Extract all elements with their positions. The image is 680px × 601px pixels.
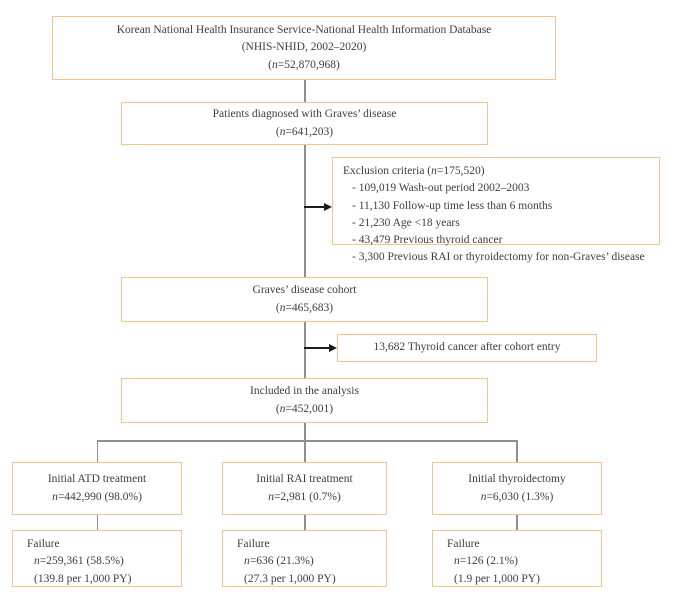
- box-diagnosed-n-line: (n=641,203): [122, 124, 487, 141]
- connector-split-atd: [96, 440, 98, 462]
- box-thyroidectomy-failure: Failure n=126 (2.1%) (1.9 per 1,000 PY): [432, 530, 602, 587]
- exclusion-item: - 3,300 Previous RAI or thyroidectomy fo…: [352, 251, 645, 264]
- arrow-line-thyroid-cancer: [304, 347, 330, 349]
- box-included-line1: Included in the analysis: [250, 385, 359, 398]
- connector-thyroidectomy-failure: [516, 515, 518, 530]
- failure-n-line: n=259,361 (58.5%): [27, 553, 177, 570]
- n-italic: n: [480, 490, 487, 503]
- n-italic: n: [34, 555, 40, 568]
- connector-atd-failure: [96, 515, 98, 530]
- box-exclusion-title: Exclusion criteria (n=175,520): [343, 163, 653, 180]
- exclusion-items: - 109,019 Wash-out period 2002–2003 - 11…: [343, 180, 653, 266]
- box-atd-n-line: n=442,990 (98.0%): [13, 489, 181, 506]
- box-thyroid-cancer-after-entry: 13,682 Thyroid cancer after cohort entry: [337, 334, 597, 362]
- box-database-n-line: (n=52,870,968): [53, 57, 555, 74]
- failure-n-line: n=636 (21.3%): [237, 553, 382, 570]
- failure-rate: (139.8 per 1,000 PY): [34, 572, 132, 585]
- n-italic: n: [272, 58, 278, 71]
- n-rest: =641,203): [285, 125, 334, 138]
- n-open: (: [275, 301, 280, 314]
- box-database-line2: (NHIS-NHID, 2002–2020): [241, 41, 367, 54]
- n-italic: n: [279, 301, 286, 314]
- exclusion-item: - 21,230 Age <18 years: [352, 216, 460, 229]
- connector-rai-failure: [304, 515, 306, 530]
- box-cohort-n-line: (n=465,683): [122, 300, 487, 317]
- n-open: (: [275, 125, 280, 138]
- failure-rate: (27.3 per 1,000 PY): [244, 572, 336, 585]
- box-included: Included in the analysis (n=452,001): [121, 378, 488, 423]
- n-rest: =126 (2.1%): [459, 555, 518, 568]
- n-italic: n: [279, 125, 286, 138]
- connector-included-split: [304, 423, 306, 441]
- exclusion-title-pre: Exclusion criteria (: [343, 165, 432, 177]
- n-rest: =442,990 (98.0%): [57, 490, 142, 503]
- arrowhead-exclusion: [324, 203, 332, 211]
- connector-database-diagnosed: [304, 80, 306, 102]
- connector-diagnosed-cohort: [304, 145, 306, 277]
- box-exclusion-criteria: Exclusion criteria (n=175,520) - 109,019…: [332, 157, 660, 263]
- exclusion-item: - 11,130 Follow-up time less than 6 mont…: [352, 199, 553, 212]
- box-rai-line1: Initial RAI treatment: [256, 473, 353, 486]
- box-included-n-line: (n=452,001): [122, 401, 487, 418]
- arrow-line-exclusion: [304, 206, 325, 208]
- box-thyroidectomy-line1: Initial thyroidectomy: [468, 473, 566, 486]
- split-horizontal-line: [96, 440, 518, 442]
- failure-n-line: n=126 (2.1%): [447, 553, 597, 570]
- box-diagnosed-line1: Patients diagnosed with Graves’ disease: [212, 108, 397, 121]
- exclusion-item: - 109,019 Wash-out period 2002–2003: [352, 182, 530, 195]
- n-rest: =465,683): [285, 301, 334, 314]
- box-initial-atd: Initial ATD treatment n=442,990 (98.0%): [12, 462, 182, 515]
- exclusion-title-post: =175,520): [436, 165, 485, 177]
- failure-rate: (1.9 per 1,000 PY): [454, 572, 540, 585]
- box-diagnosed: Patients diagnosed with Graves’ disease …: [121, 102, 488, 145]
- connector-split-rai: [304, 440, 306, 462]
- n-rest: =636 (21.3%): [249, 555, 314, 568]
- n-italic: n: [431, 165, 437, 177]
- n-italic: n: [279, 402, 286, 415]
- n-italic: n: [52, 490, 58, 503]
- n-rest: =6,030 (1.3%): [486, 490, 554, 503]
- box-rai-n-line: n=2,981 (0.7%): [223, 489, 386, 506]
- n-italic: n: [454, 555, 460, 568]
- arrowhead-thyroid-cancer: [329, 344, 337, 352]
- box-cohort-line1: Graves’ disease cohort: [252, 284, 357, 297]
- box-atd-failure: Failure n=259,361 (58.5%) (139.8 per 1,0…: [12, 530, 182, 587]
- connector-cohort-included: [304, 322, 306, 378]
- n-rest: =52,870,968): [277, 58, 340, 71]
- failure-label: Failure: [27, 538, 60, 550]
- n-italic: n: [244, 555, 250, 568]
- connector-split-thyroidectomy: [516, 440, 518, 462]
- box-rai-failure: Failure n=636 (21.3%) (27.3 per 1,000 PY…: [222, 530, 387, 587]
- box-cohort: Graves’ disease cohort (n=465,683): [121, 277, 488, 322]
- box-database: Korean National Health Insurance Service…: [52, 16, 556, 80]
- box-database-line1: Korean National Health Insurance Service…: [116, 24, 492, 37]
- box-initial-thyroidectomy: Initial thyroidectomy n=6,030 (1.3%): [432, 462, 602, 515]
- box-initial-rai: Initial RAI treatment n=2,981 (0.7%): [222, 462, 387, 515]
- n-italic: n: [268, 490, 274, 503]
- box-atd-line1: Initial ATD treatment: [47, 473, 147, 486]
- box-thyroidectomy-n-line: n=6,030 (1.3%): [433, 489, 601, 506]
- n-open: (: [275, 402, 280, 415]
- n-open: (: [268, 58, 272, 71]
- failure-label: Failure: [447, 538, 480, 550]
- failure-label: Failure: [237, 538, 270, 550]
- box-thyroid-cancer-line1: 13,682 Thyroid cancer after cohort entry: [373, 341, 561, 354]
- n-rest: =2,981 (0.7%): [273, 490, 341, 503]
- n-rest: =452,001): [285, 402, 334, 415]
- n-rest: =259,361 (58.5%): [39, 555, 124, 568]
- exclusion-item: - 43,479 Previous thyroid cancer: [352, 234, 503, 246]
